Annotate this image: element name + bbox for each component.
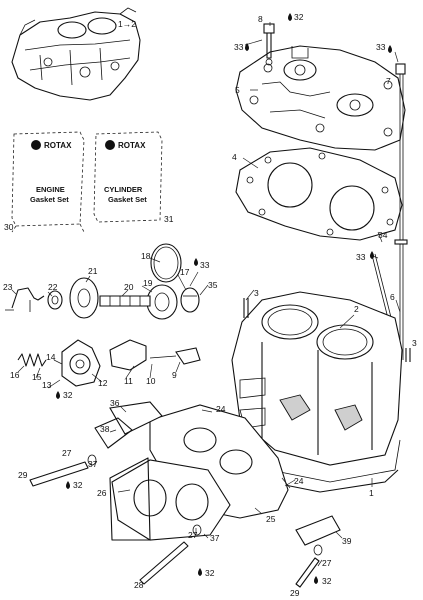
carburetor-adaptor (111, 459, 231, 541)
callout: 34 (378, 230, 388, 240)
callout: 25 (266, 514, 276, 524)
manifold-bracket (109, 401, 163, 435)
callout: 27 (322, 558, 332, 568)
callout: 32 (63, 390, 73, 400)
callout: 37 (210, 533, 220, 543)
drop-icon (56, 391, 60, 399)
clamp (295, 515, 341, 546)
callout: 6 (390, 292, 395, 302)
callout: 7 (386, 76, 391, 86)
callout: 33 (376, 42, 386, 52)
valve-cover-ring (180, 287, 200, 313)
callout: 21 (88, 266, 98, 276)
callout: 22 (48, 282, 58, 292)
callout: 33 (356, 252, 366, 262)
washer (87, 454, 323, 556)
drop-icon (288, 13, 292, 21)
kit-title: ENGINE (36, 185, 65, 194)
callout: 35 (208, 280, 218, 290)
callout-30: 30 (4, 222, 14, 232)
intake-gasket (109, 457, 151, 541)
kit-brand: ROTAX (44, 141, 72, 150)
rotary-valve-cover (146, 284, 178, 320)
drop-icon (370, 251, 374, 259)
callout: 10 (146, 376, 156, 386)
reference-note: 1→2 (118, 19, 136, 29)
callout: 15 (32, 372, 42, 382)
callout: 12 (98, 378, 108, 388)
head-gasket (235, 147, 403, 241)
callout: 11 (124, 376, 133, 386)
engine-block-reference: 1→2 (11, 7, 141, 101)
callout: 19 (143, 278, 153, 288)
callout: 13 (42, 380, 52, 390)
callout: 24 (216, 404, 226, 414)
leader-lines (11, 22, 401, 567)
callout: 32 (322, 576, 332, 586)
callout: 39 (342, 536, 352, 546)
support-plate (94, 417, 133, 449)
cylinder-gasket-kit: ROTAX CYLINDER Gasket Set 31 (93, 131, 174, 224)
callout: 29 (18, 470, 28, 480)
callout: 37 (88, 459, 98, 469)
drop-icon (314, 576, 318, 584)
small-stud (243, 298, 411, 362)
long-bolt (29, 461, 320, 588)
callout: 23 (3, 282, 13, 292)
rotax-logo-icon (31, 140, 41, 150)
callout: 33 (234, 42, 244, 52)
callout: 26 (97, 488, 107, 498)
drop-icon (194, 258, 198, 266)
callout: 16 (10, 370, 20, 380)
callout: 20 (124, 282, 134, 292)
callout: 14 (46, 352, 56, 362)
callout: 18 (141, 251, 151, 261)
callout: 1 (369, 488, 374, 498)
drop-icon (245, 43, 249, 51)
callout: 2 (354, 304, 359, 314)
rotary-valve-shaft (99, 295, 151, 307)
callout: 4 (232, 152, 237, 162)
cylinder-stud (394, 63, 408, 360)
callout: 32 (73, 480, 83, 490)
rotary-valve-disc (69, 277, 99, 319)
engine-gasket-kit: ROTAX ENGINE Gasket Set 30 (4, 131, 85, 233)
callout: 27 (188, 530, 198, 540)
cylinder-head (235, 45, 406, 151)
kit-subtitle: Gasket Set (30, 195, 69, 204)
drop-icon (198, 568, 202, 576)
callout: 5 (235, 85, 240, 95)
drop-symbols (56, 13, 392, 584)
callout: 29 (290, 588, 300, 598)
kit-title: CYLINDER (104, 185, 143, 194)
callout: 24 (294, 476, 304, 486)
rotax-logo-icon (105, 140, 115, 150)
callout: 32 (294, 12, 304, 22)
callout: 17 (180, 267, 190, 277)
callout: 28 (134, 580, 144, 590)
head-bolt (263, 23, 275, 66)
spring (17, 353, 47, 367)
callout-31: 31 (164, 214, 174, 224)
callout: 3 (412, 338, 417, 348)
drop-icon (66, 481, 70, 489)
circlip (5, 287, 45, 312)
callout-labels: 8 32 33 33 5 7 4 34 33 3 2 6 3 18 17 33 … (3, 12, 417, 598)
callout: 27 (62, 448, 72, 458)
kit-subtitle: Gasket Set (108, 195, 147, 204)
drop-icon (388, 45, 392, 53)
callout: 38 (100, 424, 110, 434)
callout: 3 (254, 288, 259, 298)
callout: 36 (110, 398, 120, 408)
callout: 32 (205, 568, 215, 578)
callout: 33 (200, 260, 210, 270)
oil-pump (61, 339, 101, 387)
callout: 8 (258, 14, 263, 24)
banjo-fitting (149, 347, 201, 365)
oil-pump-gasket (109, 339, 147, 371)
callout: 9 (172, 370, 177, 380)
kit-brand: ROTAX (118, 141, 146, 150)
o-ring (150, 243, 182, 283)
